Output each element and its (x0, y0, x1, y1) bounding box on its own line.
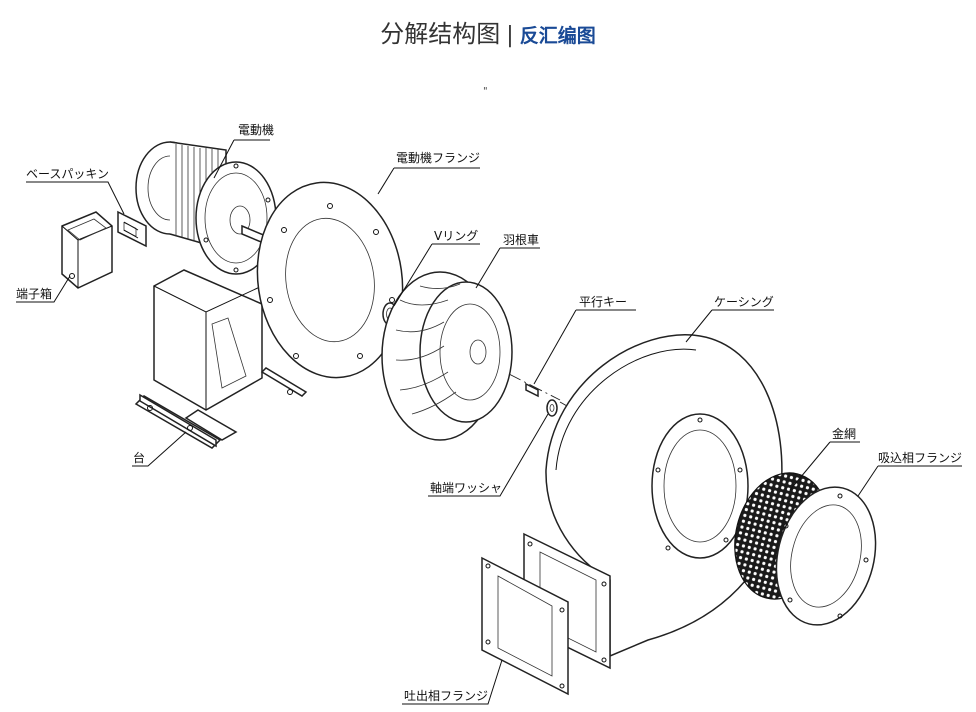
base-packing-part (117, 210, 147, 248)
page-title: 分解结构图 (380, 20, 501, 48)
label-shaft-washer: 軸端ワッシャ (430, 481, 502, 495)
terminal-box-part (61, 211, 113, 289)
impeller-part (381, 271, 513, 441)
leader-lines (16, 139, 962, 705)
discharge-flange-part (481, 532, 611, 696)
title-separator: | (506, 23, 514, 48)
label-stand: 台 (133, 450, 145, 465)
suction-flange-part (775, 486, 877, 626)
label-motor-flange: 電動機フランジ (396, 150, 480, 165)
motor-flange-part (256, 181, 404, 379)
stand-part (134, 269, 308, 449)
motor-part (135, 141, 277, 275)
label-casing: ケーシング (714, 295, 774, 309)
label-parallel-key: 平行キー (579, 295, 627, 309)
label-wire-mesh: 金網 (832, 426, 856, 441)
label-v-ring: Vリング (434, 229, 478, 243)
label-suction-flange: 吸込相フランジ (878, 451, 962, 465)
label-terminal-box: 端子箱 (16, 286, 52, 301)
shaft-washer-part (546, 399, 558, 417)
label-impeller: 羽根車 (503, 233, 539, 247)
parallel-key-part (525, 382, 539, 398)
label-base-packing: ベースパッキン (26, 167, 109, 181)
label-motor: 電動機 (238, 122, 274, 137)
label-discharge-flange: 吐出相フランジ (404, 689, 488, 703)
disassembly-view-link[interactable]: 反汇编图 (519, 25, 596, 47)
page-header: 分解结构图|反汇编图 (0, 14, 976, 49)
stray-mark: " (483, 86, 488, 97)
